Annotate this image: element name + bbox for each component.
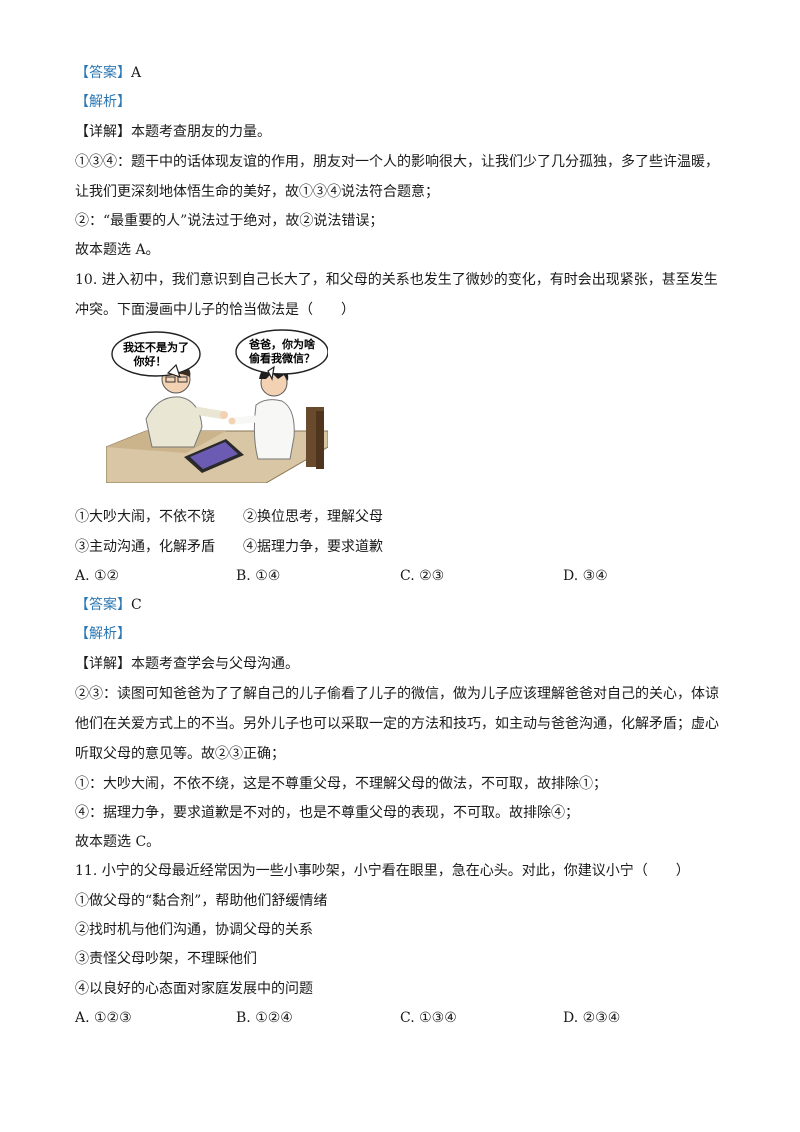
detail-intro: 本题考查朋友的力量。 [131, 124, 271, 140]
q10-item-1: ①大吵大闹，不依不饶 [75, 509, 215, 525]
q10-paragraph-1a: ②③：读图可知爸爸为了了解自己的儿子偷看了儿子的微信，做为儿子应该理解爸爸对自己… [75, 686, 719, 702]
answer-tag: 【答案】 [75, 597, 131, 613]
answer-value: C [131, 597, 142, 613]
q10-detail-line: 【详解】本题考查学会与父母沟通。 [75, 655, 299, 673]
q11-item-2: ②找时机与他们沟通，协调父母的关系 [75, 922, 313, 938]
q11-option-a: A. ①②③ [75, 1010, 132, 1026]
q10-conclusion: 故本题选 C。 [75, 834, 161, 850]
q11-option-d: D. ②③④ [563, 1010, 621, 1026]
q9-paragraph-2: ②：“最重要的人”说法过于绝对，故②说法错误； [75, 213, 384, 229]
q10-option-a: A. ①② [75, 568, 120, 584]
detail-intro: 本题考查学会与父母沟通。 [131, 656, 299, 672]
q9-paragraph-1b: 让我们更深刻地体悟生命的美好，故①③④说法符合题意； [75, 184, 439, 200]
q10-option-c: C. ②③ [400, 568, 445, 584]
q11-item-4: ④以良好的心态面对家庭发展中的问题 [75, 981, 313, 997]
answer-tag: 【答案】 [75, 65, 131, 81]
q9-answer-line: 【答案】A [75, 64, 141, 82]
q9-conclusion: 故本题选 A。 [75, 242, 160, 258]
detail-tag: 【详解】 [75, 124, 131, 140]
q11-stem: 11. 小宁的父母最近经常因为一些小事吵架，小宁看在眼里，急在心头。对此，你建议… [75, 863, 690, 879]
answer-value: A [131, 65, 142, 81]
q10-item-2: ②换位思考，理解父母 [243, 509, 383, 525]
q9-paragraph-1a: ①③④：题干中的话体现友谊的作用，朋友对一个人的影响很大，让我们少了几分孤独，多… [75, 154, 719, 170]
q10-item-4: ④据理力争，要求道歉 [243, 539, 383, 555]
cartoon-illustration: 我还不是为了 你好！ 爸爸，你为啥 偷看我微信？ [106, 329, 328, 483]
q10-stem-b: 冲突。下面漫画中儿子的恰当做法是（ ） [75, 302, 355, 318]
q11-option-c: C. ①③④ [400, 1010, 457, 1026]
q10-answer-line: 【答案】C [75, 596, 142, 614]
q11-option-b: B. ①②④ [236, 1010, 293, 1026]
q10-paragraph-1c: 听取父母的意见等。故②③正确； [75, 746, 285, 762]
q10-paragraph-1b: 他们在关爱方式上的不当。另外儿子也可以采取一定的方法和技巧，如主动与爸爸沟通，化… [75, 716, 719, 732]
bubble-father-line-2: 你好！ [133, 354, 167, 368]
q10-stem-a: 10. 进入初中，我们意识到自己长大了，和父母的关系也发生了微妙的变化，有时会出… [75, 272, 718, 288]
q11-item-1: ①做父母的“黏合剂”，帮助他们舒缓情绪 [75, 893, 328, 909]
bubble-son-line-1: 爸爸，你为啥 [248, 337, 316, 351]
analysis-tag: 【解析】 [75, 94, 131, 110]
detail-tag: 【详解】 [75, 656, 131, 672]
q9-detail-line: 【详解】本题考查朋友的力量。 [75, 123, 271, 141]
q10-paragraph-2: ①：大吵大闹，不依不绕，这是不尊重父母，不理解父母的做法，不可取，故排除①； [75, 776, 607, 792]
q10-paragraph-3: ④：据理力争，要求道歉是不对的，也是不尊重父母的表现，不可取。故排除④； [75, 805, 579, 821]
bubble-son-line-2: 偷看我微信？ [249, 351, 315, 365]
q10-option-b: B. ①④ [236, 568, 281, 584]
q11-item-3: ③责怪父母吵架，不理睬他们 [75, 951, 257, 967]
analysis-tag: 【解析】 [75, 626, 131, 642]
q10-option-d: D. ③④ [563, 568, 608, 584]
bubble-father-line-1: 我还不是为了 [123, 340, 189, 354]
q10-item-3: ③主动沟通，化解矛盾 [75, 539, 215, 555]
